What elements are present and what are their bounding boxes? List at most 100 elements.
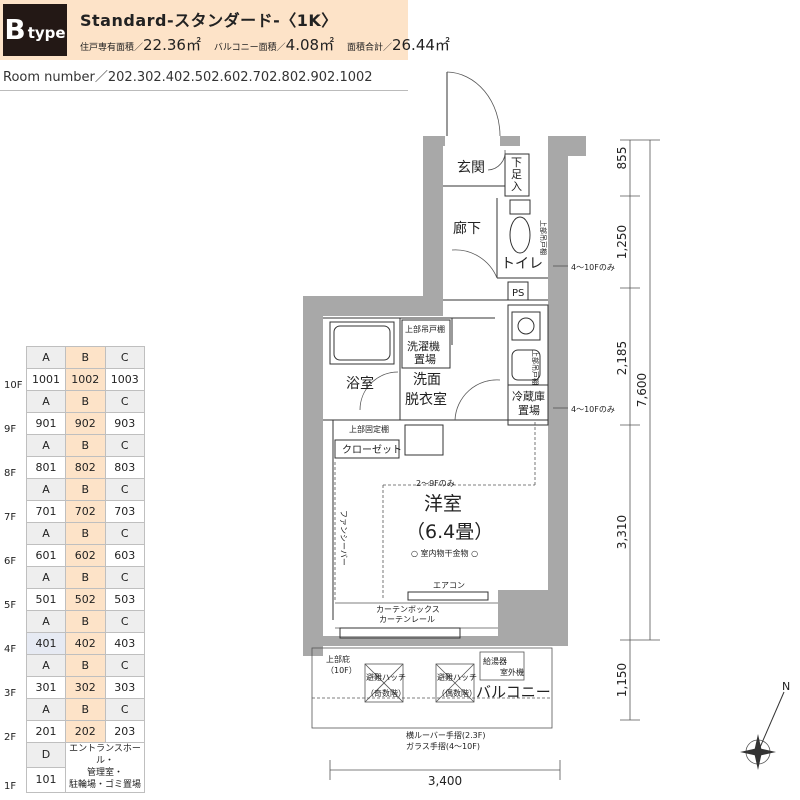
unit-table-room-cell: 101: [26, 766, 66, 793]
unit-table-room-cell: 402: [65, 632, 106, 655]
type-word: type: [27, 24, 66, 42]
unit-table-room-cell: 601: [26, 544, 66, 567]
compass-star-h: [740, 748, 776, 756]
unit-table-floor-label: 9F: [4, 423, 17, 435]
unit-table-room-cell: 703: [104, 500, 145, 523]
unit-table-room-cell: 1002: [65, 368, 106, 391]
label-closet: クローゼット: [342, 444, 402, 456]
unit-table-floor-label: 6F: [4, 555, 17, 567]
exclusive-area-value: 22.36㎡: [143, 36, 201, 54]
unit-table-column-label: D: [26, 742, 66, 768]
unit-table-room-cell: 202: [65, 720, 106, 743]
unit-table-column-label: A: [26, 522, 66, 545]
dim-1150: 1,150: [615, 663, 629, 697]
first-floor-note-3: 駐輪場・ゴミ置場: [68, 780, 141, 791]
label-rouka: 廊下: [453, 220, 481, 237]
label-upper-eave-2: （10F）: [326, 666, 357, 675]
unit-table-column-label: B: [65, 566, 106, 589]
label-fan-sheet: ファンシーバー: [339, 510, 348, 566]
label-washroom-2: 脱衣室: [405, 391, 447, 408]
unit-table-room-cell: 602: [65, 544, 106, 567]
entry-door: [446, 71, 501, 137]
wall-left-lower: [303, 296, 323, 656]
unit-table-room-cell: 701: [26, 500, 66, 523]
unit-table-column-label: C: [104, 478, 145, 501]
label-floor-note-2: 4～10Fのみ: [571, 405, 615, 414]
balcony-area: [311, 647, 553, 729]
label-handrail-2: ガラス手摺(4～10F): [406, 741, 480, 751]
unit-table-floor-label: 10F: [4, 379, 23, 391]
label-hatch-a-note: （奇数階）: [366, 688, 406, 698]
label-curtain-box: カーテンボックス: [376, 605, 440, 614]
label-hatch-b-note: （偶数階）: [437, 688, 477, 698]
label-fridge-1: 冷蔵庫: [512, 389, 545, 403]
wall-right: [548, 136, 568, 636]
label-ac-unit-1: 給湯器: [483, 656, 507, 666]
unit-table-floor-label: 8F: [4, 467, 17, 479]
label-washer-2: 置場: [414, 353, 436, 366]
balcony-outline: [311, 647, 553, 729]
unit-table-column-label: C: [104, 522, 145, 545]
entry-door-swing: [446, 71, 501, 137]
dim-1250: 1,250: [615, 225, 629, 259]
unit-table-column-label: C: [104, 654, 145, 677]
door-jamb-left: [423, 136, 445, 146]
label-balcony: バルコニー: [476, 683, 551, 701]
label-hatch-b: 避難ハッチ: [437, 672, 477, 682]
unit-table-column-label: C: [104, 610, 145, 633]
door-jamb-right: [500, 136, 520, 146]
unit-table-room-cell: 203: [104, 720, 145, 743]
plan-header: B type Standard-スタンダード-〈1K〉 住戸専有面積／22.36…: [0, 0, 450, 60]
label-genkan: 玄関: [457, 159, 485, 176]
dim-3310: 3,310: [615, 515, 629, 549]
unit-table-column-label: B: [65, 654, 106, 677]
label-curtain-rail: カーテンレール: [379, 615, 435, 624]
unit-table-floor-label: 1F: [4, 781, 17, 793]
unit-table-column-label: C: [104, 390, 145, 413]
label-upper-shelf: 上部吊戸棚: [405, 324, 445, 334]
label-getabako-2: 足: [511, 168, 522, 181]
dim-width-3400: 3,400: [428, 774, 462, 788]
toilet-fixture: [509, 199, 531, 254]
label-kitchen-shelf: 上部吊戸棚: [531, 350, 540, 385]
wall-step: [303, 296, 443, 316]
label-handrail-1: 横ルーバー手摺(2.3F): [406, 730, 486, 740]
label-toilet: トイレ: [501, 256, 543, 272]
label-fridge-2: 置場: [518, 404, 540, 417]
compass-rose: [740, 691, 785, 770]
unit-table-column-label: A: [26, 654, 66, 677]
compass-north-label: N: [782, 680, 790, 693]
unit-table-room-cell: 403: [104, 632, 145, 655]
unit-table-column-label: B: [65, 434, 106, 457]
label-floor-note-1: 4～10Fのみ: [571, 263, 615, 272]
area-summary: 住戸専有面積／22.36㎡ バルコニー面積／4.08㎡ 面積合計／26.44㎡: [80, 34, 460, 55]
exclusive-area-label: 住戸専有面積／: [80, 43, 144, 53]
label-upper-eave-1: 上部庇: [326, 654, 350, 664]
label-ps: PS: [512, 288, 524, 299]
unit-table-column-label: B: [65, 346, 106, 369]
label-western-size: （6.4畳）: [406, 521, 493, 543]
unit-table-floor-label: 3F: [4, 687, 17, 699]
unit-table-column-label: C: [104, 698, 145, 721]
unit-table-column-label: A: [26, 478, 66, 501]
type-letter: B: [4, 13, 26, 46]
unit-table-floor-label: 2F: [4, 731, 17, 743]
label-western-room: 洋室: [424, 493, 462, 515]
balcony-area-value: 4.08㎡: [285, 36, 335, 54]
room-labels: 玄関 下 足 入 廊下 トイレ 上部吊戸棚 PS 上部吊戸棚 上部吊戸棚 洗濯機…: [326, 156, 615, 751]
unit-table-column-label: B: [65, 390, 106, 413]
dimension-lines: [329, 139, 660, 780]
unit-table-column-label: B: [65, 522, 106, 545]
unit-table-row: 1F 101: [0, 766, 145, 793]
